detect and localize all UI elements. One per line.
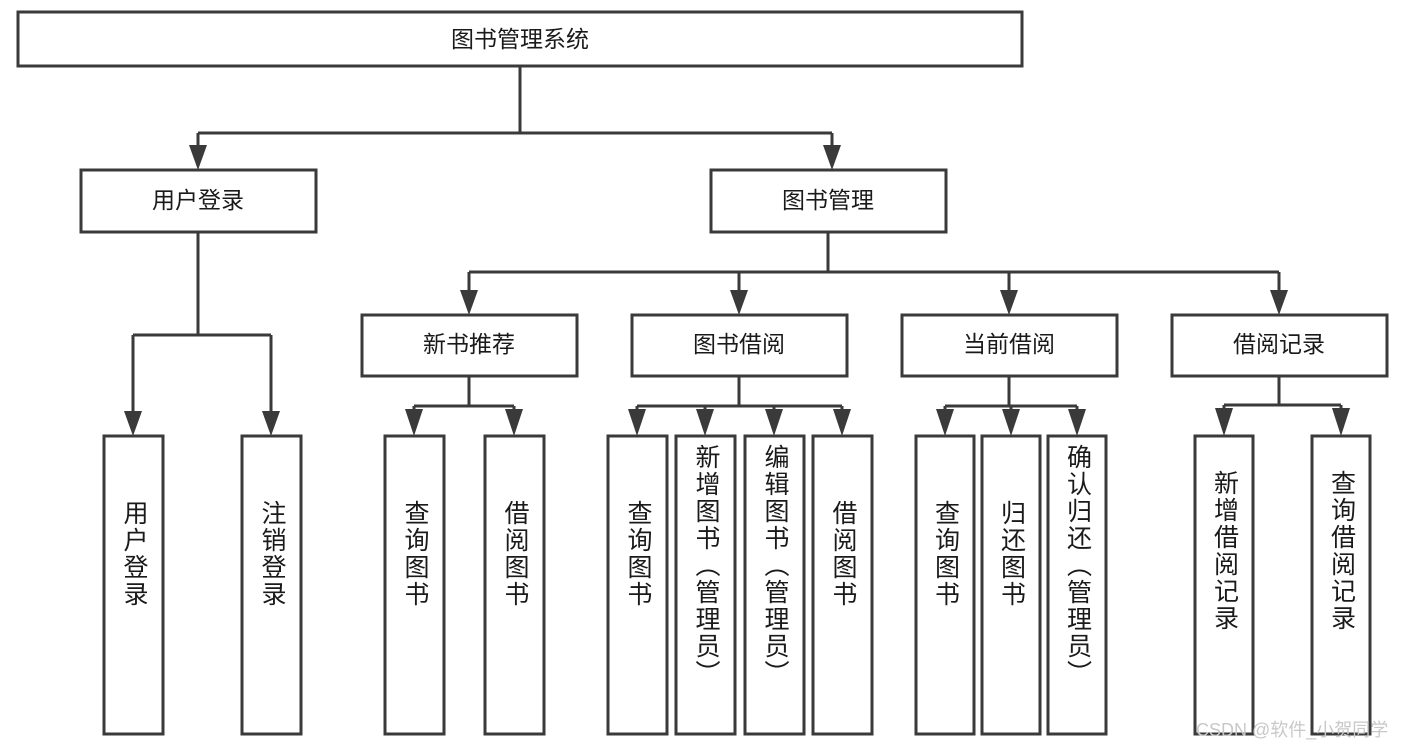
- leaf-rect-borrow-book-1[interactable]: [483, 434, 546, 736]
- arrow-head-icon: [1270, 290, 1288, 315]
- arrow-head-icon: [730, 290, 748, 315]
- node-borrow-record[interactable]: 借阅记录: [1170, 313, 1389, 378]
- node-book-management-rect[interactable]: [709, 168, 948, 234]
- leaf-rect-add-record[interactable]: [1193, 434, 1255, 736]
- node-book-borrow-label: 图书借阅: [693, 331, 785, 357]
- leaf-rect-query-record[interactable]: [1310, 434, 1372, 736]
- node-book-management-label: 图书管理: [782, 187, 874, 213]
- arrow-head-icon: [1068, 409, 1086, 436]
- arrow-head-icon: [1000, 290, 1018, 315]
- leaf-rect-query-book-3[interactable]: [914, 434, 976, 736]
- connector-borrowrecord-to-leaves: [1215, 376, 1350, 436]
- leaf-rect-edit-book[interactable]: [743, 434, 806, 736]
- connector-currentborrow-to-leaves: [936, 376, 1086, 436]
- arrow-head-icon: [505, 409, 523, 436]
- arrow-head-icon: [189, 145, 207, 170]
- leaf-rect-query-book-1[interactable]: [383, 434, 446, 736]
- connector-userlogin-to-leaves: [124, 232, 280, 436]
- connector-root-to-level2: [189, 66, 841, 170]
- node-new-book-recommend-rect[interactable]: [360, 313, 579, 378]
- node-root-label: 图书管理系统: [451, 26, 589, 52]
- leaf-rect-add-book[interactable]: [674, 434, 737, 736]
- node-current-borrow-label: 当前借阅: [963, 331, 1055, 357]
- arrow-head-icon: [823, 145, 841, 170]
- leaf-rect-logout[interactable]: [240, 434, 303, 736]
- arrow-head-icon: [460, 290, 478, 315]
- node-user-login[interactable]: 用户登录: [79, 168, 318, 234]
- arrow-head-icon: [833, 409, 851, 436]
- arrow-head-icon: [1215, 408, 1233, 436]
- node-book-borrow[interactable]: 图书借阅: [630, 313, 849, 378]
- node-new-book-recommend-label: 新书推荐: [423, 331, 515, 357]
- leaf-rect-query-book-2[interactable]: [606, 434, 669, 736]
- arrow-head-icon: [1332, 408, 1350, 436]
- node-book-management[interactable]: 图书管理: [709, 168, 948, 234]
- arrow-head-icon: [765, 409, 783, 436]
- connector-bookmgmt-to-level3: [460, 232, 1288, 315]
- node-user-login-label: 用户登录: [152, 187, 244, 213]
- leaf-rect-confirm-return[interactable]: [1046, 434, 1108, 736]
- connector-bookborrow-to-leaves: [628, 376, 851, 436]
- node-current-borrow-rect[interactable]: [900, 313, 1119, 378]
- arrow-head-icon: [405, 409, 423, 436]
- arrow-head-icon: [936, 409, 954, 436]
- node-borrow-record-label: 借阅记录: [1233, 331, 1325, 357]
- node-borrow-record-rect[interactable]: [1170, 313, 1389, 378]
- arrow-head-icon: [1002, 409, 1020, 436]
- node-current-borrow[interactable]: 当前借阅: [900, 313, 1119, 378]
- leaf-rect-borrow-book-2[interactable]: [811, 434, 874, 736]
- csdn-watermark: CSDN @软件_小贺同学: [1196, 720, 1389, 740]
- leaf-boxes: [102, 434, 1372, 736]
- node-book-borrow-rect[interactable]: [630, 313, 849, 378]
- arrow-head-icon: [262, 411, 280, 436]
- arrow-head-icon: [628, 409, 646, 436]
- arrow-head-icon: [124, 411, 142, 436]
- node-new-book-recommend[interactable]: 新书推荐: [360, 313, 579, 378]
- leaf-rect-return-book[interactable]: [980, 434, 1042, 736]
- node-root[interactable]: 图书管理系统: [16, 10, 1024, 68]
- arrow-head-icon: [696, 409, 714, 436]
- leaf-rect-user-login[interactable]: [102, 434, 165, 736]
- node-root-rect[interactable]: [16, 10, 1024, 68]
- connector-newbook-to-leaves: [405, 376, 523, 436]
